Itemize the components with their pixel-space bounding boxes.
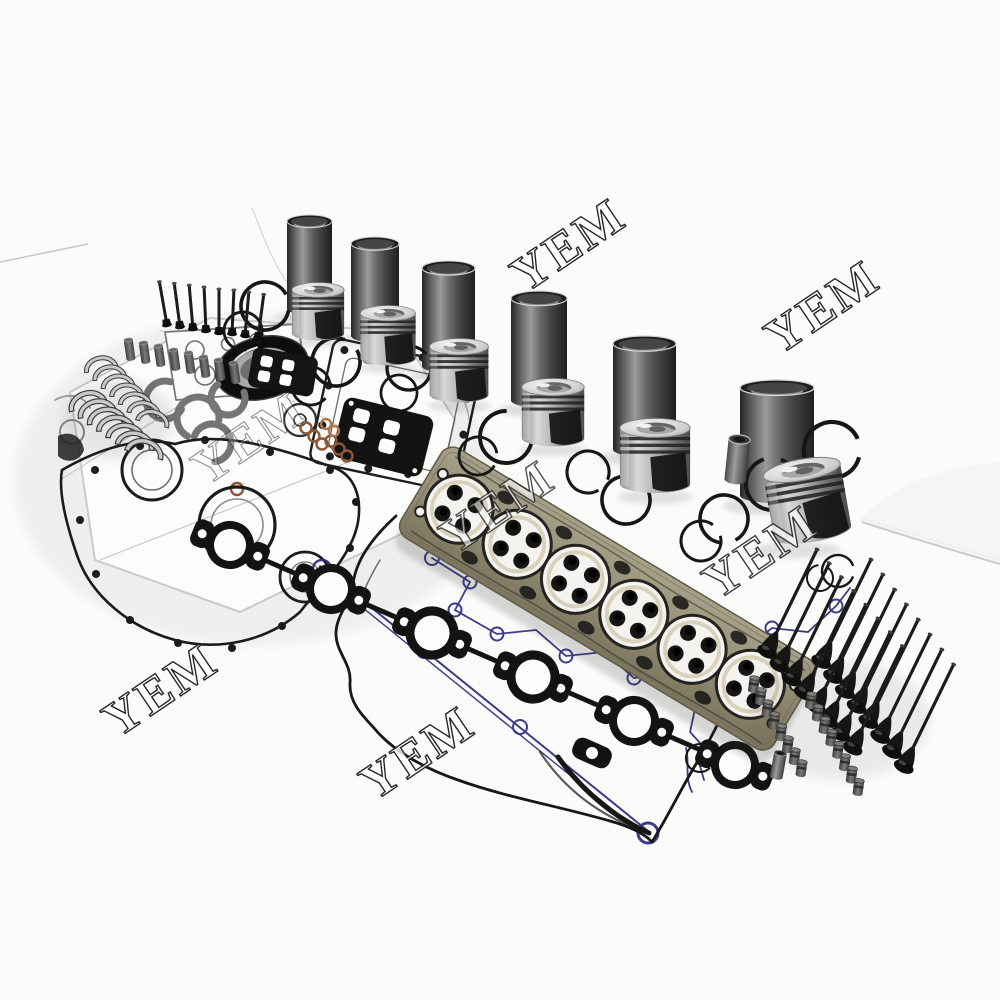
exhaust-manifold-gasket-chain	[190, 519, 775, 791]
manifold-port-unit	[190, 519, 775, 791]
piston	[428, 337, 490, 404]
bearing-shell-stacks	[63, 352, 173, 461]
round-gasket	[282, 402, 318, 438]
loose-port-gasket	[572, 737, 612, 769]
paper-crease-right	[861, 521, 1000, 565]
paper-crease-curve	[251, 207, 293, 291]
cover-plate-gasket-large	[332, 397, 434, 477]
paper-shade-top-right	[858, 462, 1000, 563]
piston	[290, 281, 346, 342]
pistons-and-rings	[219, 276, 866, 781]
cover-plate-gasket-small	[248, 347, 318, 397]
piston	[520, 376, 586, 448]
valve-set-bottom-right	[747, 543, 964, 798]
copper-o-rings	[229, 417, 354, 497]
piston	[618, 416, 692, 495]
paper-crease-top-left	[0, 243, 89, 263]
cylinder-head-gasket	[395, 446, 817, 765]
piston	[359, 304, 417, 367]
